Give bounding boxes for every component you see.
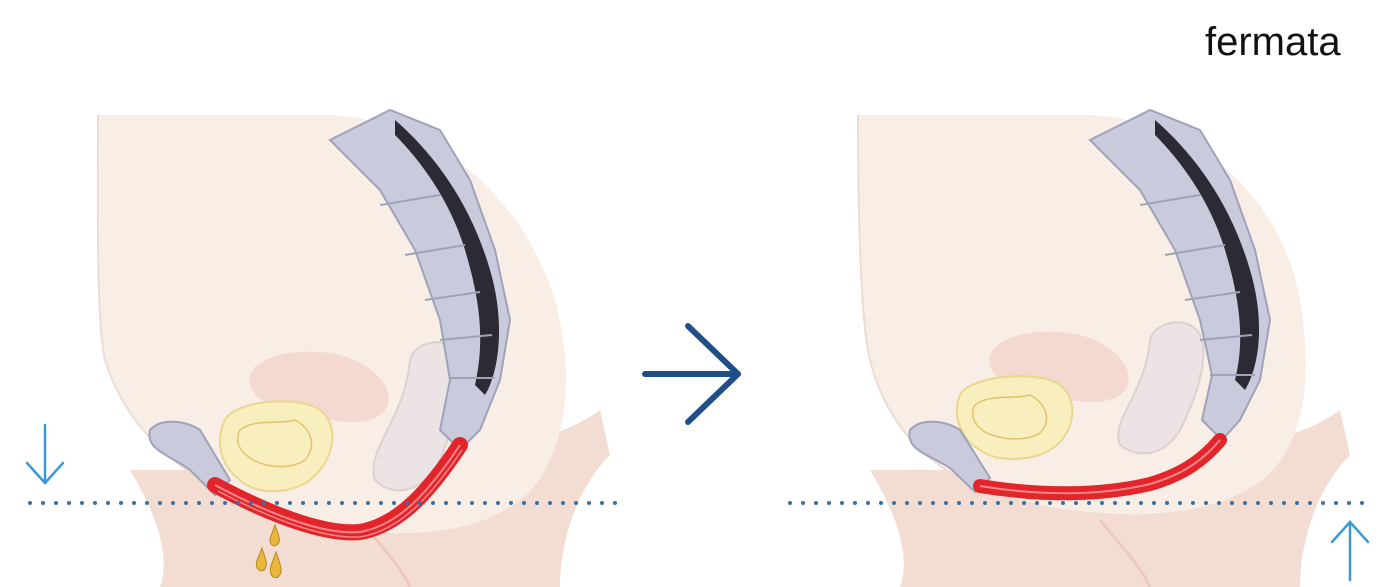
bladder-after [957, 376, 1072, 459]
panel-after [858, 110, 1350, 587]
arrow-right-icon [645, 326, 738, 422]
panel-before [98, 110, 610, 587]
arrow-up-icon [1332, 522, 1368, 580]
arrow-down-icon [27, 425, 63, 483]
